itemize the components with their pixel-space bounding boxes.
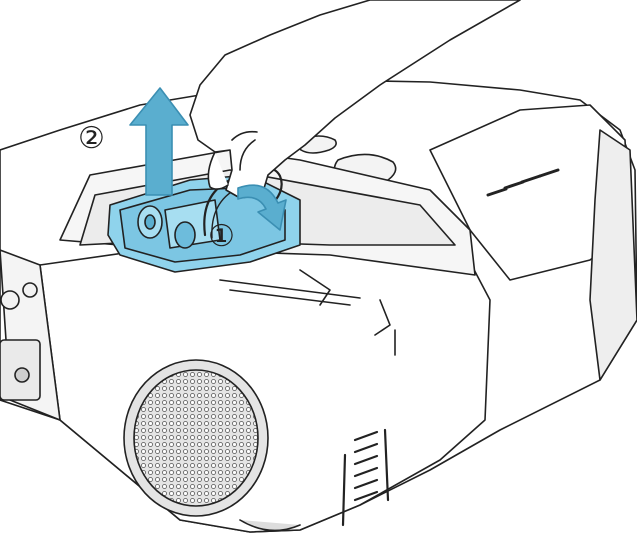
step1-rotate-arrow — [237, 184, 287, 231]
step2-lift-arrow — [129, 87, 189, 196]
hand-illustration — [189, 0, 521, 199]
lamp-unit — [107, 166, 301, 273]
projector-body — [0, 79, 637, 533]
step-1-label: ① — [208, 219, 235, 254]
step-2-label: ② — [78, 121, 105, 156]
